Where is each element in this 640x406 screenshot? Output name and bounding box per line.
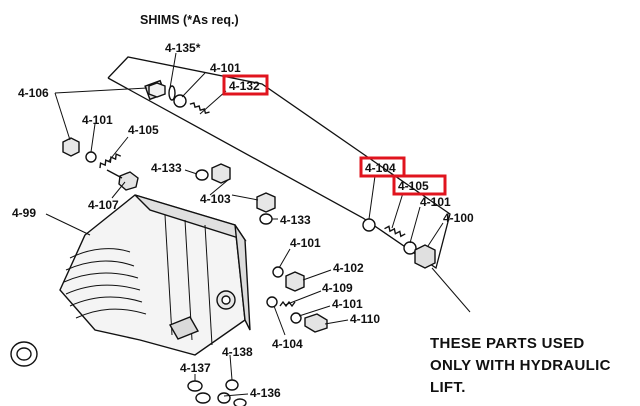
note-leader-line xyxy=(431,267,471,313)
washer-4-137-a xyxy=(187,380,203,392)
label-4-135: 4-135* xyxy=(165,41,201,55)
gearbox-housing-4-99 xyxy=(59,194,251,356)
label-4-102: 4-102 xyxy=(333,261,364,275)
label-4-132: 4-132 xyxy=(229,79,260,93)
label-4-101-bottom: 4-101 xyxy=(332,297,363,311)
hydraulic-note-line-2: ONLY WITH HYDRAULIC xyxy=(430,357,611,374)
hydraulic-note-line-3: LIFT. xyxy=(430,379,466,396)
label-4-133-lower: 4-133 xyxy=(280,213,311,227)
washer-4-136-b xyxy=(233,398,247,406)
label-4-101-lower: 4-101 xyxy=(290,236,321,250)
plug-4-106-top xyxy=(144,79,166,101)
plug-4-102 xyxy=(285,271,305,292)
label-4-133-upper: 4-133 xyxy=(151,161,182,175)
label-4-100: 4-100 xyxy=(443,211,474,225)
washer-4-133-lower xyxy=(259,213,273,225)
ball-4-104-top xyxy=(362,218,376,232)
label-4-101-right: 4-101 xyxy=(420,195,451,209)
leader-lines xyxy=(45,52,444,397)
label-4-138: 4-138 xyxy=(222,345,253,359)
plug-4-103-b xyxy=(256,192,276,213)
label-4-99: 4-99 xyxy=(12,206,36,220)
label-4-106: 4-106 xyxy=(18,86,49,100)
highlight-box-4-132 xyxy=(222,74,269,96)
label-4-103: 4-103 xyxy=(200,192,231,206)
plug-4-103-a xyxy=(211,163,231,184)
label-4-110: 4-110 xyxy=(350,312,380,326)
washer-4-137-b xyxy=(195,392,211,404)
label-4-101-top: 4-101 xyxy=(210,61,241,75)
label-4-107: 4-107 xyxy=(88,198,119,212)
plug-4-100 xyxy=(414,244,436,269)
label-4-104-bottom: 4-104 xyxy=(272,337,303,351)
washer-4-136-a xyxy=(217,392,231,404)
highlight-box-4-105 xyxy=(392,174,447,196)
highlight-box-4-104 xyxy=(359,156,406,178)
plug-4-106-mid xyxy=(62,137,80,157)
washer-4-101-left xyxy=(85,151,97,163)
washer-4-133-upper xyxy=(195,169,209,181)
washer-4-101-lower xyxy=(272,266,284,278)
label-4-109: 4-109 xyxy=(322,281,353,295)
spring-4-132 xyxy=(189,102,210,114)
washer-4-101-bottom xyxy=(290,312,302,324)
label-4-137: 4-137 xyxy=(180,361,211,375)
label-4-105-right: 4-105 xyxy=(398,179,429,193)
seal-ring xyxy=(10,341,38,367)
spring-4-105-left xyxy=(99,153,122,169)
washer-4-101-top xyxy=(173,94,187,108)
shims-header: SHIMS (*As req.) xyxy=(140,13,239,27)
hydraulic-note-line-1: THESE PARTS USED xyxy=(430,335,585,352)
valve-4-107 xyxy=(106,169,139,191)
bolt-4-110 xyxy=(304,313,328,333)
shim-4-135 xyxy=(168,85,176,101)
label-4-104-top: 4-104 xyxy=(365,161,396,175)
label-4-105-left: 4-105 xyxy=(128,123,159,137)
label-4-136: 4-136 xyxy=(250,386,281,400)
washer-4-138 xyxy=(225,379,239,391)
ball-4-104-bottom xyxy=(266,296,278,308)
washer-4-101-right xyxy=(403,241,417,255)
spring-4-105-right xyxy=(384,225,406,238)
label-4-101-left: 4-101 xyxy=(82,113,113,127)
